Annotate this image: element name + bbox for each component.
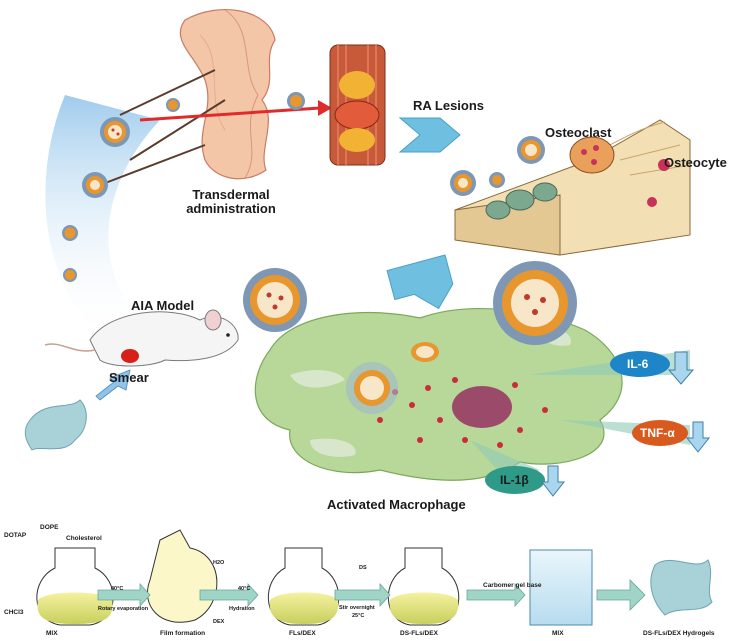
step2-dex: DEX [213, 619, 225, 625]
reagent-cholesterol: Cholesterol [66, 535, 102, 542]
activated-macrophage-cell [254, 308, 623, 481]
stage-film-formation: Film formation [160, 630, 206, 637]
skin-tissue [179, 9, 276, 180]
delivery-arrowhead [318, 100, 332, 116]
step3-ds: DS [359, 565, 367, 571]
decrease-arrows [540, 351, 711, 497]
cytokine-il6-label: IL-6 [627, 357, 649, 371]
smear-cell [24, 399, 87, 451]
cytokine-tnf-label: TNF-α [640, 426, 675, 440]
reagent-dope: DOPE [40, 524, 59, 531]
il6-badge [610, 351, 670, 377]
stage-hydrogels: DS-FLs/DEX Hydrogels [643, 630, 715, 637]
mouse-illustration [44, 309, 239, 367]
liposome-particles [62, 92, 577, 414]
cytokine-il1b-label: IL-1β [500, 473, 529, 487]
stage-mix-2: MIX [552, 630, 564, 637]
process-flasks [36, 529, 713, 626]
joint-illustration [329, 44, 386, 166]
reagent-chcl3: CHCl3 [4, 609, 24, 616]
step1-temp: 40°C [111, 586, 124, 592]
tnf-badge [632, 420, 688, 446]
reagent-dotap: DOTAP [4, 532, 27, 539]
label-activated-macrophage: Activated Macrophage [327, 497, 466, 512]
step3-temp: 25°C [352, 613, 365, 619]
arrow-ra-to-bone [398, 117, 461, 153]
bone-block [454, 119, 691, 256]
penetration-streaks [99, 69, 226, 186]
label-transdermal: Transdermal administration [186, 187, 276, 216]
label-smear: Smear [109, 370, 149, 385]
stage-fls-dex: FLs/DEX [289, 630, 316, 637]
step2-label: Hydration [229, 606, 255, 612]
stage-mix-1: MIX [46, 630, 58, 637]
process-arrows [97, 579, 646, 611]
label-osteoclast: Osteoclast [545, 125, 612, 140]
delivery-arc [45, 95, 160, 345]
stage-ds-fls-dex: DS-FLs/DEX [400, 630, 438, 637]
label-aia-model: AIA Model [131, 298, 195, 313]
step2-temp: 40°C [238, 586, 251, 592]
step4-label: Carbomer gel base [483, 582, 542, 589]
delivery-arrow-line [139, 106, 321, 122]
step2-h2o: H2O [213, 560, 225, 566]
step3-label: Stir overnight [339, 605, 375, 611]
label-osteocyte: Osteocyte [664, 155, 727, 170]
smear-arrow [95, 369, 131, 401]
label-ra-lesions: RA Lesions [413, 98, 485, 113]
il1b-badge [485, 466, 545, 494]
step1-label: Rotary evaporation [98, 606, 149, 612]
arrow-bone-to-macrophage [386, 254, 454, 310]
